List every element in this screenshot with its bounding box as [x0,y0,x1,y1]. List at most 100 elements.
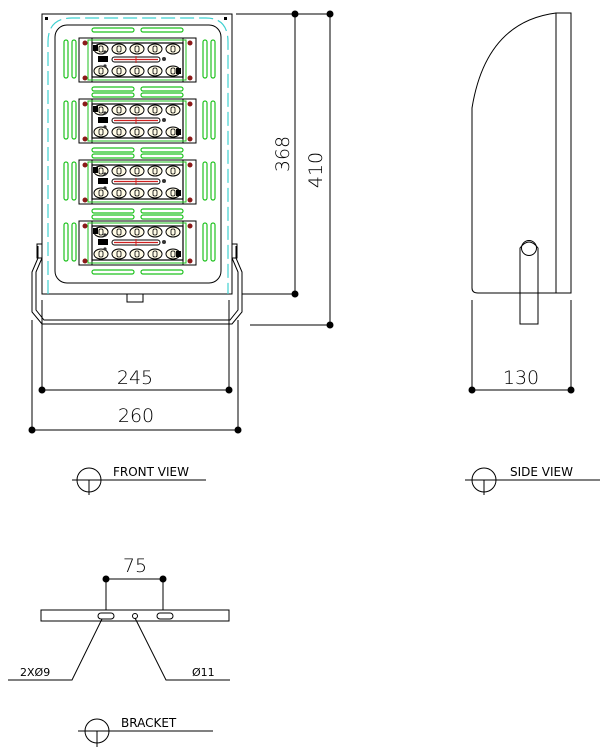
bracket-center-hole [132,613,138,619]
bracket-slot-left [97,612,115,620]
dimension-245: 245 [38,300,233,394]
led-icon [93,126,109,138]
heatsink-fin [91,86,135,92]
connector-icon [98,239,108,245]
mount-screw-icon [82,258,88,264]
led-icon [111,126,127,138]
heatsink-fin [91,208,135,214]
front-view-title: FRONT VIEW [72,465,206,495]
front-bracket-inner [35,246,239,321]
side-view: 130 SIDE VIEW [465,12,600,495]
heatsink-fin [140,147,184,153]
connector-icon [98,178,108,184]
led-icon [147,226,163,238]
dimension-368-label: 368 [272,136,294,172]
dimension-130-label: 130 [503,367,539,389]
mount-screw-icon [82,136,88,142]
heatsink-fin [63,161,69,201]
heatsink-fin [140,214,184,220]
mount-screw-icon [82,40,88,46]
heatsink-fin [91,92,135,98]
led-icon [111,65,127,77]
led-icon [129,226,145,238]
led-icon [147,248,163,260]
heatsink-fin [91,27,135,33]
led-module [63,220,216,266]
heatsink-fin [202,39,208,79]
mount-screw-icon [187,101,193,107]
heatsink-fin [63,39,69,79]
bracket-plate [40,609,230,622]
mount-screw-icon [187,258,193,264]
heatsink-fin [91,153,135,159]
led-icon [129,126,145,138]
heatsink-fin [210,222,216,262]
heatsink-fin [210,100,216,140]
front-view-label: FRONT VIEW [113,465,189,479]
heatsink-fin [71,161,77,201]
heatsink-fin [140,92,184,98]
heatsink-fin [202,100,208,140]
led-module [63,159,216,205]
bracket-label: BRACKET [121,716,177,730]
dimension-260: 260 [28,320,242,434]
mount-screw-icon [187,75,193,81]
led-icon [93,248,109,260]
dimension-260-label: 260 [118,405,154,427]
led-icon [147,65,163,77]
led-icon [129,104,145,116]
front-bracket-outer [31,246,243,325]
led-icon [111,187,127,199]
heatsink-fin [71,222,77,262]
led-icon [147,43,163,55]
side-view-label: SIDE VIEW [510,465,573,479]
led-icon [147,126,163,138]
dimension-368: 368 [236,10,299,298]
led-icon [165,43,181,55]
leader-center-hole [134,617,230,681]
front-view: 245 260 368 410 [28,10,334,495]
led-module [63,98,216,144]
heatsink-fin [210,161,216,201]
heatsink-fin [91,269,135,275]
led-icon [111,104,127,116]
mount-screw-icon [187,40,193,46]
led-icon [165,104,181,116]
bracket-slot-right [156,612,174,620]
led-icon [129,165,145,177]
heatsink-fin [202,222,208,262]
dimension-75-label: 75 [123,555,147,577]
module-green-frame [87,161,187,203]
led-modules [63,27,216,275]
heatsink-fin [140,208,184,214]
led-icon [147,104,163,116]
mount-screw-icon [82,162,88,168]
callout-center-hole: Ø11 [192,666,215,679]
front-cable-tab [126,293,144,303]
mount-screw-icon [187,136,193,142]
mount-screw-icon [82,101,88,107]
heatsink-fin [140,153,184,159]
bracket-view: 75 2XØ9 Ø11 BRACKET [8,555,230,747]
side-pivot-bolt [521,240,537,256]
heatsink-fin [140,86,184,92]
heatsink-fin [140,269,184,275]
led-icon [147,165,163,177]
led-icon [129,65,145,77]
led-icon [93,65,109,77]
mount-screw-icon [187,162,193,168]
mount-screw-icon [187,223,193,229]
dimension-410-label: 410 [305,152,327,188]
mount-screw-icon [82,197,88,203]
callout-slot-holes: 2XØ9 [20,666,50,679]
heatsink-fin [71,39,77,79]
led-icon [111,43,127,55]
module-green-frame [87,222,187,264]
heatsink-fin [210,39,216,79]
heatsink-fin [63,222,69,262]
module-green-frame [87,39,187,81]
heatsink-fin [91,147,135,153]
side-lens-frame [555,12,572,294]
led-icon [93,187,109,199]
